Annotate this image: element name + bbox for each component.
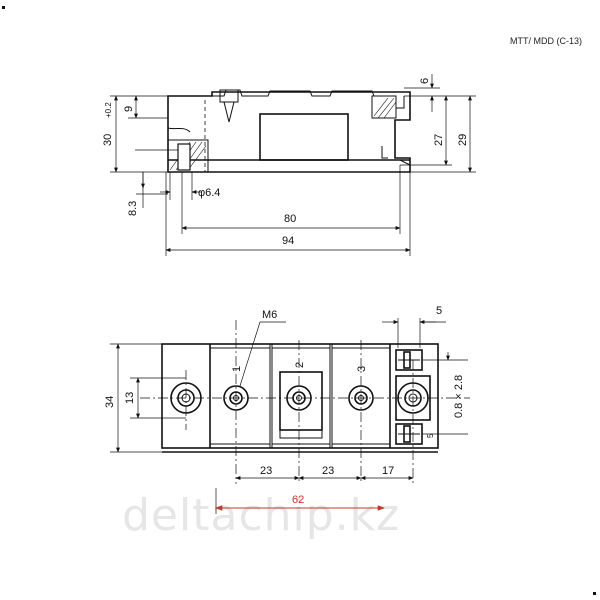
side-screw-left-tip <box>223 101 235 123</box>
side-right-terminal <box>371 95 405 119</box>
thread-m6-label: M6 <box>262 309 277 321</box>
dim-27-label: 27 <box>433 134 445 146</box>
dim-29-label: 29 <box>457 134 469 146</box>
side-notch <box>167 127 191 133</box>
top-body-outline <box>161 343 439 449</box>
side-view: 30 +0.2 9 8.3 φ6.4 80 94 6 <box>102 74 476 256</box>
side-body-outline <box>167 91 411 173</box>
corner-dot <box>593 592 596 595</box>
dim-62-label: 62 <box>292 494 304 506</box>
side-screw-left <box>219 89 239 103</box>
drawing-title: MTT/ MDD (C-13) <box>510 36 582 46</box>
top-view: 1 2 3 M6 5 34 13 0.8 × 2.8 5 23 <box>104 305 470 514</box>
dim-80-label: 80 <box>284 213 296 225</box>
terminal-2-label: 2 <box>294 362 306 368</box>
side-small-l <box>381 146 388 159</box>
side-window <box>259 113 349 161</box>
dim-tab-label: 0.8 × 2.8 <box>453 375 465 418</box>
terminal-1-label: 1 <box>231 366 243 372</box>
gate-tab-bottom <box>395 423 423 445</box>
side-top-terminals <box>212 89 375 97</box>
dim-17-label: 17 <box>382 465 394 477</box>
dim-30-tolerance: +0.2 <box>104 102 113 118</box>
watermark: deltachip.kz <box>122 490 400 541</box>
side-left-boss <box>167 139 209 173</box>
dim-30-label: 30 <box>102 134 114 146</box>
dim-8-3-label: 8.3 <box>127 201 139 216</box>
dim-6-label: 6 <box>419 78 431 84</box>
side-base-right <box>399 159 411 166</box>
dim-5-small-label: 5 <box>426 433 435 438</box>
dim-5-top-label: 5 <box>436 305 442 317</box>
terminal-1-frame <box>209 347 271 445</box>
dim-phi-label: φ6.4 <box>198 187 220 199</box>
dim-9-label: 9 <box>123 106 135 112</box>
terminal-3-label: 3 <box>356 366 368 372</box>
terminal-2-plate <box>279 371 323 431</box>
gate-tab-top <box>395 349 423 371</box>
dim-13-label: 13 <box>124 392 136 404</box>
dim-23b-label: 23 <box>322 465 334 477</box>
dim-34-label: 34 <box>104 396 116 408</box>
dim-94-label: 94 <box>282 235 294 247</box>
corner-dot <box>2 6 5 9</box>
dim-23a-label: 23 <box>260 465 272 477</box>
